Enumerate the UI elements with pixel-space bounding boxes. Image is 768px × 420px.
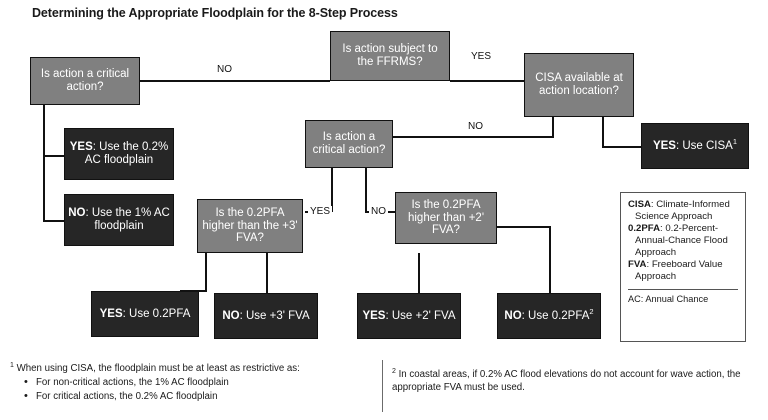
result-prefix: NO	[68, 207, 86, 220]
legend-panel: CISA: Climate-Informed Science Approach …	[620, 192, 746, 342]
edge-pfa3-yes-down	[205, 253, 207, 291]
edge-critical2-yes-down	[331, 168, 333, 212]
result-prefix: YES	[362, 309, 386, 322]
edge-pfa2-no-horizontal	[497, 226, 550, 228]
result-label: YES: Use the 0.2% AC floodplain	[68, 141, 170, 167]
edge-critical1-to-no1ac	[43, 220, 65, 222]
legend-term-cisa: CISA	[628, 199, 651, 210]
footnote-1-bullets: For non-critical actions, the 1% AC floo…	[10, 375, 380, 404]
footnote-1-marker: 1	[10, 361, 14, 369]
edge-cisa-no-horizontal	[392, 136, 554, 138]
footnote-1-bullet: For non-critical actions, the 1% AC floo…	[24, 375, 380, 390]
result-prefix: YES	[69, 141, 93, 154]
edge-label-ffrms-yes: YES	[469, 51, 494, 62]
result-yes-use-2ft-fva[interactable]: YES: Use +2' FVA	[357, 293, 461, 339]
edge-pfa2-yes-down	[418, 253, 420, 295]
result-label: NO: Use +3' FVA	[222, 310, 309, 323]
legend-divider	[628, 288, 738, 290]
decision-pfa-higher-than-2ft-fva[interactable]: Is the 0.2PFA higher than +2' FVA?	[395, 192, 497, 244]
result-prefix: YES	[652, 139, 676, 152]
decision-is-action-critical-2[interactable]: Is action a critical action?	[305, 120, 393, 168]
page-title: Determining the Appropriate Floodplain f…	[32, 6, 398, 20]
result-label: YES: Use +2' FVA	[362, 310, 455, 323]
edge-critical1-to-yes02ac	[43, 155, 65, 157]
edge-critical1-spine	[43, 105, 45, 221]
legend-term-02pfa: 0.2PFA	[628, 223, 660, 235]
decision-label: CISA available at action location?	[535, 72, 623, 97]
footnote-1-bullet: For critical actions, the 0.2% AC floodp…	[24, 389, 380, 404]
edge-cisa-to-yescisa	[602, 146, 642, 148]
decision-label: Is action subject to the FFRMS?	[342, 43, 438, 68]
legend-item-ac: AC: Annual Chance	[628, 293, 709, 304]
footnote-divider	[382, 360, 384, 412]
decision-label: Is the 0.2PFA higher than the +3' FVA?	[202, 206, 298, 245]
legend-item-cisa: CISA: Climate-Informed Science Approach	[628, 199, 738, 223]
decision-label: Is the 0.2PFA higher than +2' FVA?	[407, 198, 485, 237]
result-text: : Use 0.2PFA	[521, 309, 590, 322]
footnote-ref-1: 1	[732, 136, 738, 146]
result-no-use-02pfa[interactable]: NO: Use 0.2PFA2	[497, 293, 601, 339]
decision-cisa-available[interactable]: CISA available at action location?	[524, 53, 634, 117]
result-label: YES: Use 0.2PFA	[100, 308, 191, 321]
edge-cisa-down-left	[552, 117, 554, 137]
edge-label-cisa-no: NO	[466, 121, 485, 132]
edge-label-ffrms-no: NO	[215, 64, 234, 75]
result-label: NO: Use 0.2PFA2	[504, 306, 594, 323]
result-label: NO: Use the 1% AC floodplain	[68, 207, 170, 233]
result-text: : Use +2' FVA	[385, 309, 456, 322]
decision-label: Is action a critical action?	[312, 131, 386, 156]
result-text: : Use 0.2PFA	[122, 307, 191, 320]
legend-def-fva: : Freeboard Value Approach	[635, 259, 723, 283]
result-text: : Use CISA	[675, 139, 733, 152]
decision-label: Is action a critical action?	[40, 68, 130, 93]
footnote-1: 1 When using CISA, the floodplain must b…	[10, 361, 380, 404]
result-label: YES: Use CISA1	[652, 136, 738, 153]
legend-item-02pfa: 0.2PFA: 0.2-Percent-Annual-Chance Flood …	[628, 223, 738, 259]
result-no-use-3ft-fva[interactable]: NO: Use +3' FVA	[214, 293, 318, 339]
edge-pfa2-no-down	[549, 226, 551, 295]
result-prefix: NO	[504, 309, 522, 322]
edge-label-critical2-no: NO	[369, 206, 388, 217]
result-no-use-1-ac-floodplain[interactable]: NO: Use the 1% AC floodplain	[64, 194, 174, 246]
edge-critical2-no-down	[365, 168, 367, 212]
footnote-2: 2 In coastal areas, if 0.2% AC flood ele…	[392, 368, 742, 394]
decision-subject-to-ffrms[interactable]: Is action subject to the FFRMS?	[330, 31, 450, 81]
result-text: : Use the 0.2% AC floodplain	[84, 141, 169, 166]
result-text: : Use the 1% AC floodplain	[85, 207, 170, 232]
footnote-ref-2: 2	[589, 306, 594, 316]
result-yes-use-cisa[interactable]: YES: Use CISA1	[641, 123, 749, 169]
decision-pfa-higher-than-3ft-fva[interactable]: Is the 0.2PFA higher than the +3' FVA?	[197, 199, 303, 253]
edge-pfa3-yes-horizontal	[180, 290, 207, 292]
result-prefix: NO	[222, 309, 240, 322]
legend-def-02pfa: : 0.2-Percent-Annual-Chance Flood Approa…	[635, 223, 728, 259]
edge-critical1-to-ffrms	[140, 80, 330, 82]
edge-label-critical2-yes: YES	[308, 206, 333, 217]
result-prefix: YES	[99, 307, 123, 320]
footnote-2-marker: 2	[392, 367, 396, 375]
result-yes-use-02pfa[interactable]: YES: Use 0.2PFA	[91, 291, 199, 337]
legend-item-fva: FVA: Freeboard Value Approach	[628, 259, 738, 283]
edge-pfa3-no-down	[266, 253, 268, 295]
decision-is-action-critical-1[interactable]: Is action a critical action?	[30, 57, 140, 105]
footnote-1-lead: 1 When using CISA, the floodplain must b…	[10, 361, 300, 374]
footnote-1-text: When using CISA, the floodplain must be …	[16, 363, 300, 374]
legend-def-cisa: : Climate-Informed Science Approach	[635, 199, 730, 223]
result-yes-use-02-ac-floodplain[interactable]: YES: Use the 0.2% AC floodplain	[64, 128, 174, 180]
edge-ffrms-to-cisa	[450, 80, 524, 82]
legend-term-fva: FVA	[628, 259, 647, 271]
footnote-2-text: In coastal areas, if 0.2% AC flood eleva…	[392, 369, 741, 393]
edge-cisa-down-right	[602, 117, 604, 147]
result-text: : Use +3' FVA	[239, 309, 310, 322]
